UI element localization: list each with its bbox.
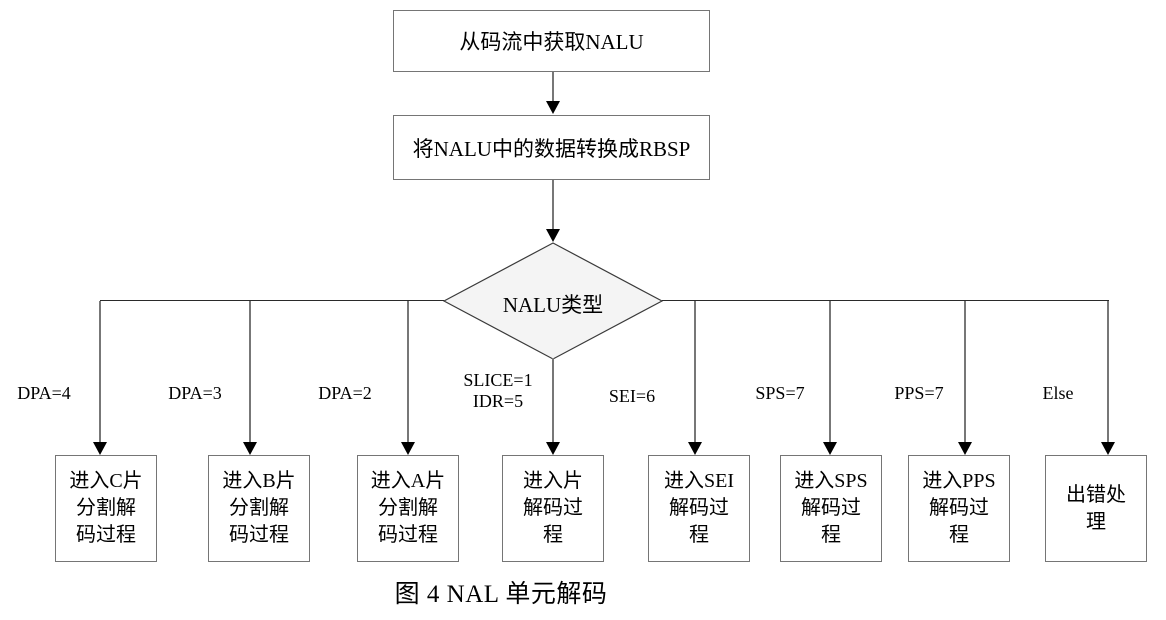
connector-line (694, 301, 696, 442)
connector-line (964, 301, 966, 442)
connector-line (99, 301, 101, 442)
process-box-slice-c: 进入C片 分割解 码过程 (55, 455, 157, 562)
connector-line (829, 301, 831, 442)
branch-label-sps: SPS=7 (755, 383, 805, 403)
connector-line (407, 301, 409, 442)
process-box-pps: 进入PPS 解码过 程 (908, 455, 1010, 562)
arrowhead-icon (1101, 442, 1115, 455)
figure-caption: 图 4 NAL 单元解码 (394, 581, 608, 608)
process-box-error: 出错处 理 (1045, 455, 1147, 562)
branch-line-left (100, 300, 444, 302)
arrowhead-icon (243, 442, 257, 455)
arrowhead-icon (823, 442, 837, 455)
arrowhead-icon (688, 442, 702, 455)
process-box-sei: 进入SEI 解码过 程 (648, 455, 750, 562)
process-box-convert-rbsp: 将NALU中的数据转换成RBSP (393, 115, 710, 180)
branch-label-sei: SEI=6 (608, 386, 656, 406)
process-box-get-nalu: 从码流中获取NALU (393, 10, 710, 72)
process-box-slice: 进入片 解码过 程 (502, 455, 604, 562)
process-box-sps: 进入SPS 解码过 程 (780, 455, 882, 562)
process-box-slice-a: 进入A片 分割解 码过程 (357, 455, 459, 562)
branch-label-dpa4: DPA=4 (17, 383, 71, 403)
branch-line-right (662, 300, 1109, 302)
branch-label-dpa3: DPA=3 (168, 383, 222, 403)
connector-line (249, 301, 251, 442)
connector-line (552, 358, 554, 442)
connector-line (552, 72, 554, 102)
branch-label-else: Else (1042, 383, 1074, 403)
decision-label: NALU类型 (502, 293, 604, 317)
process-box-slice-b: 进入B片 分割解 码过程 (208, 455, 310, 562)
branch-label-pps: PPS=7 (894, 383, 944, 403)
arrowhead-icon (546, 229, 560, 242)
arrowhead-icon (958, 442, 972, 455)
arrowhead-icon (546, 442, 560, 455)
arrowhead-icon (93, 442, 107, 455)
connector-line (1107, 301, 1109, 442)
arrowhead-icon (401, 442, 415, 455)
connector-line (552, 180, 554, 230)
arrowhead-icon (546, 101, 560, 114)
branch-label-dpa2: DPA=2 (318, 383, 372, 403)
branch-label-slice-idr: SLICE=1 IDR=5 (463, 370, 533, 411)
